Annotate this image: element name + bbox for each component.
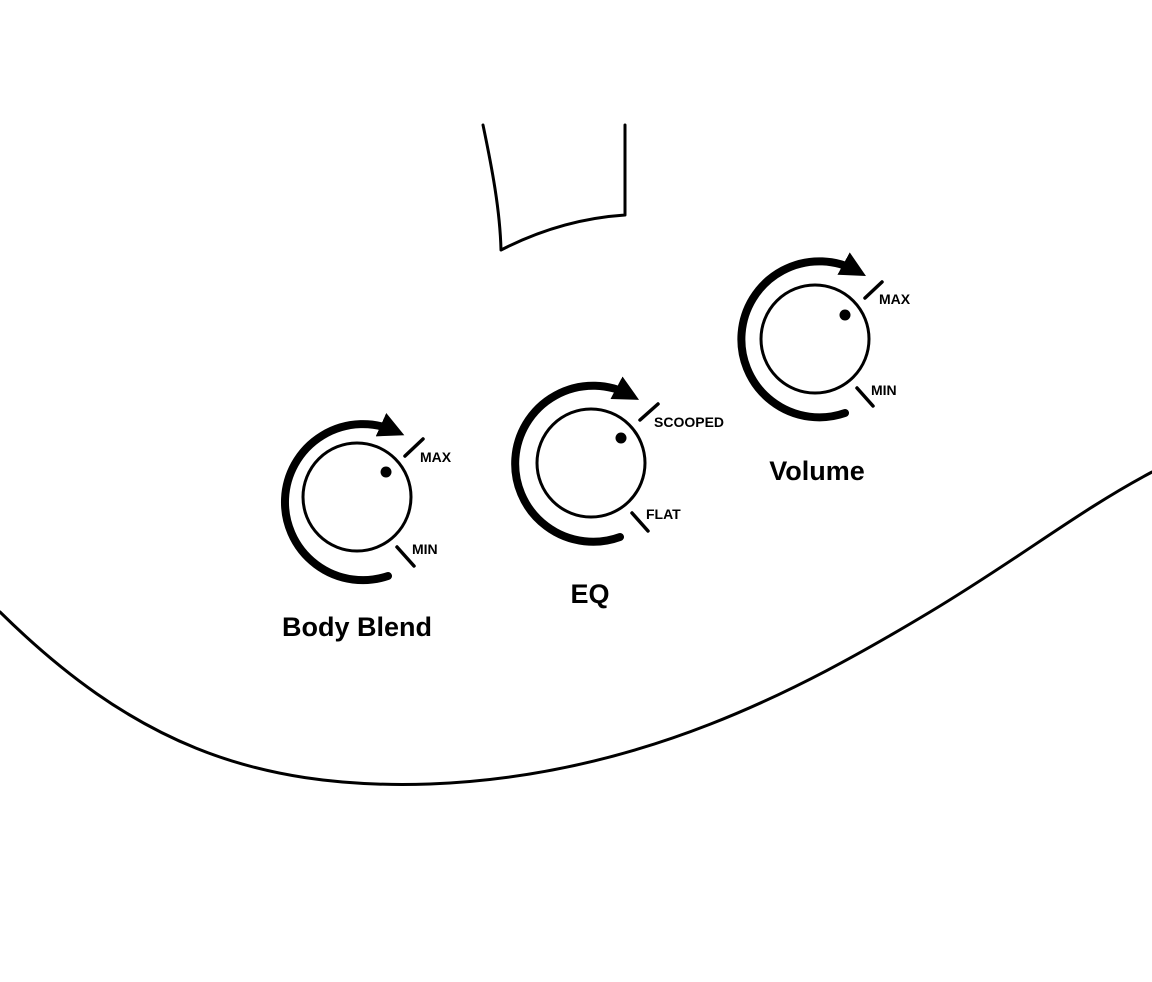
knob-volume-dial[interactable] <box>759 283 871 395</box>
knob-body-blend-upper-arc <box>281 413 405 585</box>
knob-body-blend[interactable]: MAX MIN Body Blend <box>281 413 452 642</box>
pickguard-outline <box>481 123 627 252</box>
knob-volume-max-tick <box>863 280 884 300</box>
knob-eq-upper-arc <box>511 376 640 546</box>
knob-volume-min-label: MIN <box>871 382 897 398</box>
knob-body-blend-label: Body Blend <box>282 612 432 642</box>
knob-eq-scooped-tick <box>638 402 660 422</box>
knob-volume-pointer <box>839 309 851 321</box>
knob-volume-max-label: MAX <box>879 291 911 307</box>
knob-eq-label: EQ <box>570 579 609 609</box>
knob-volume-min-tick <box>855 386 875 408</box>
knob-body-blend-min-label: MIN <box>412 541 438 557</box>
knob-body-blend-dial[interactable] <box>301 441 413 553</box>
knob-eq-flat-label: FLAT <box>646 506 681 522</box>
knob-volume-upper-arc <box>737 252 866 422</box>
knob-eq[interactable]: SCOOPED FLAT EQ <box>511 376 724 609</box>
knob-body-blend-pointer <box>380 466 392 478</box>
knob-body-blend-max-label: MAX <box>420 449 452 465</box>
knob-eq-pointer <box>615 432 627 444</box>
knob-eq-dial[interactable] <box>535 407 647 519</box>
knob-body-blend-min-tick <box>395 545 416 568</box>
knob-body-blend-max-tick <box>403 437 425 458</box>
knob-volume-label: Volume <box>769 456 865 486</box>
knob-eq-scooped-label: SCOOPED <box>654 414 724 430</box>
guitar-body-outline <box>0 470 1152 786</box>
knob-volume[interactable]: MAX MIN Volume <box>737 252 911 486</box>
knob-eq-flat-tick <box>630 511 650 533</box>
